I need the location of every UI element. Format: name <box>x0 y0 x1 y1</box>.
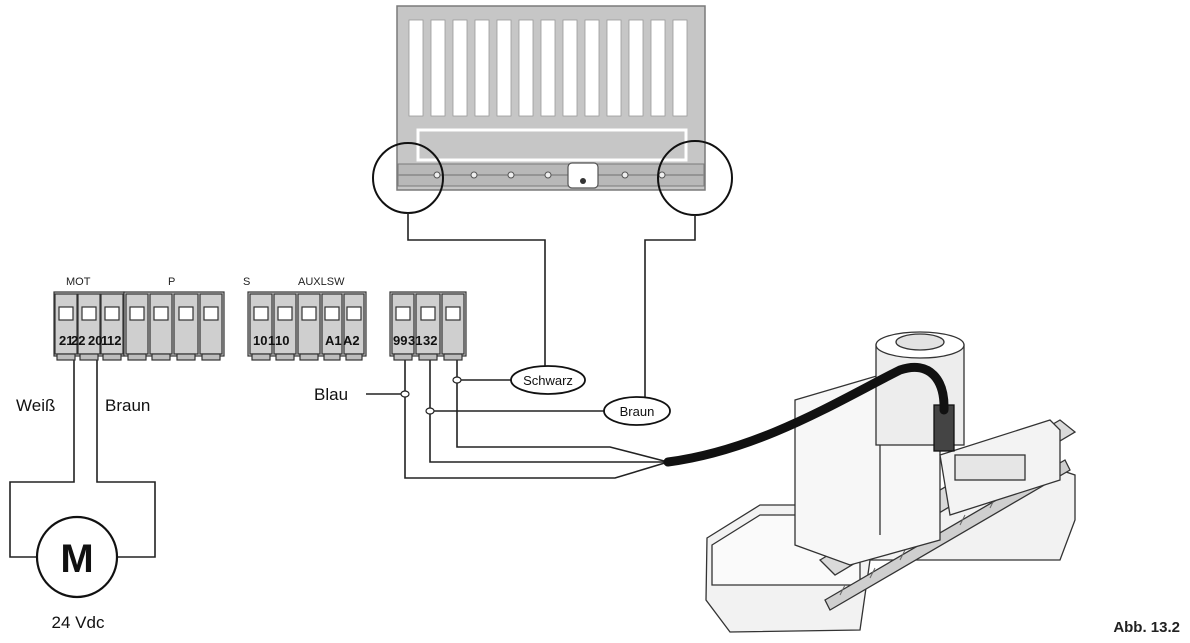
gate-illustration <box>372 5 733 216</box>
wire-label-blau: Blau <box>314 385 348 404</box>
gate-roller <box>567 162 599 189</box>
motor-voltage: 24 Vdc <box>52 613 105 632</box>
motor-symbol: M <box>35 515 119 599</box>
terminal-21: 21 <box>59 333 73 348</box>
terminal-22: 22 <box>71 333 85 348</box>
wire-label-braun-motor: Braun <box>105 396 150 415</box>
group-label-mot: MOT <box>66 276 91 288</box>
terminal-20: 20 <box>88 333 102 348</box>
terminal-blocks: MOT P S AUXLSW 21 22 20 1 12 <box>53 276 467 361</box>
terminal-32: 32 <box>423 333 437 348</box>
encoder-cable <box>663 362 949 467</box>
terminal-block-encoder <box>389 291 467 361</box>
terminal-10-s: 10 <box>275 333 289 348</box>
schwarz-oval: Schwarz <box>510 365 586 395</box>
motor-letter: M <box>60 537 93 581</box>
wire-label-braun-sensor: Braun <box>620 404 655 419</box>
terminal-12: 12 <box>107 333 121 348</box>
terminal-1-s: 1 <box>268 333 275 348</box>
terminal-block-p <box>123 291 225 361</box>
terminal-a1: A1 <box>325 333 342 348</box>
wire-label-weiss: Weiß <box>16 396 55 415</box>
wire-label-schwarz: Schwarz <box>523 373 573 388</box>
terminal-10: 10 <box>253 333 267 348</box>
wires <box>9 213 696 558</box>
gear-motor-unit <box>705 331 1077 633</box>
terminal-a2: A2 <box>343 333 360 348</box>
braun-oval: Braun <box>603 396 671 426</box>
terminal-1: 1 <box>101 333 108 348</box>
group-label-auxlsw: AUXLSW <box>298 276 345 288</box>
terminal-31: 31 <box>408 333 422 348</box>
terminal-block-mot <box>53 291 125 361</box>
group-label-p: P <box>168 276 175 288</box>
gate-bars <box>408 19 688 117</box>
terminal-block-s-auxlsw <box>247 291 367 361</box>
group-label-s: S <box>243 276 250 288</box>
figure-label: Abb. 13.2 <box>1113 619 1180 636</box>
terminal-99: 99 <box>393 333 407 348</box>
